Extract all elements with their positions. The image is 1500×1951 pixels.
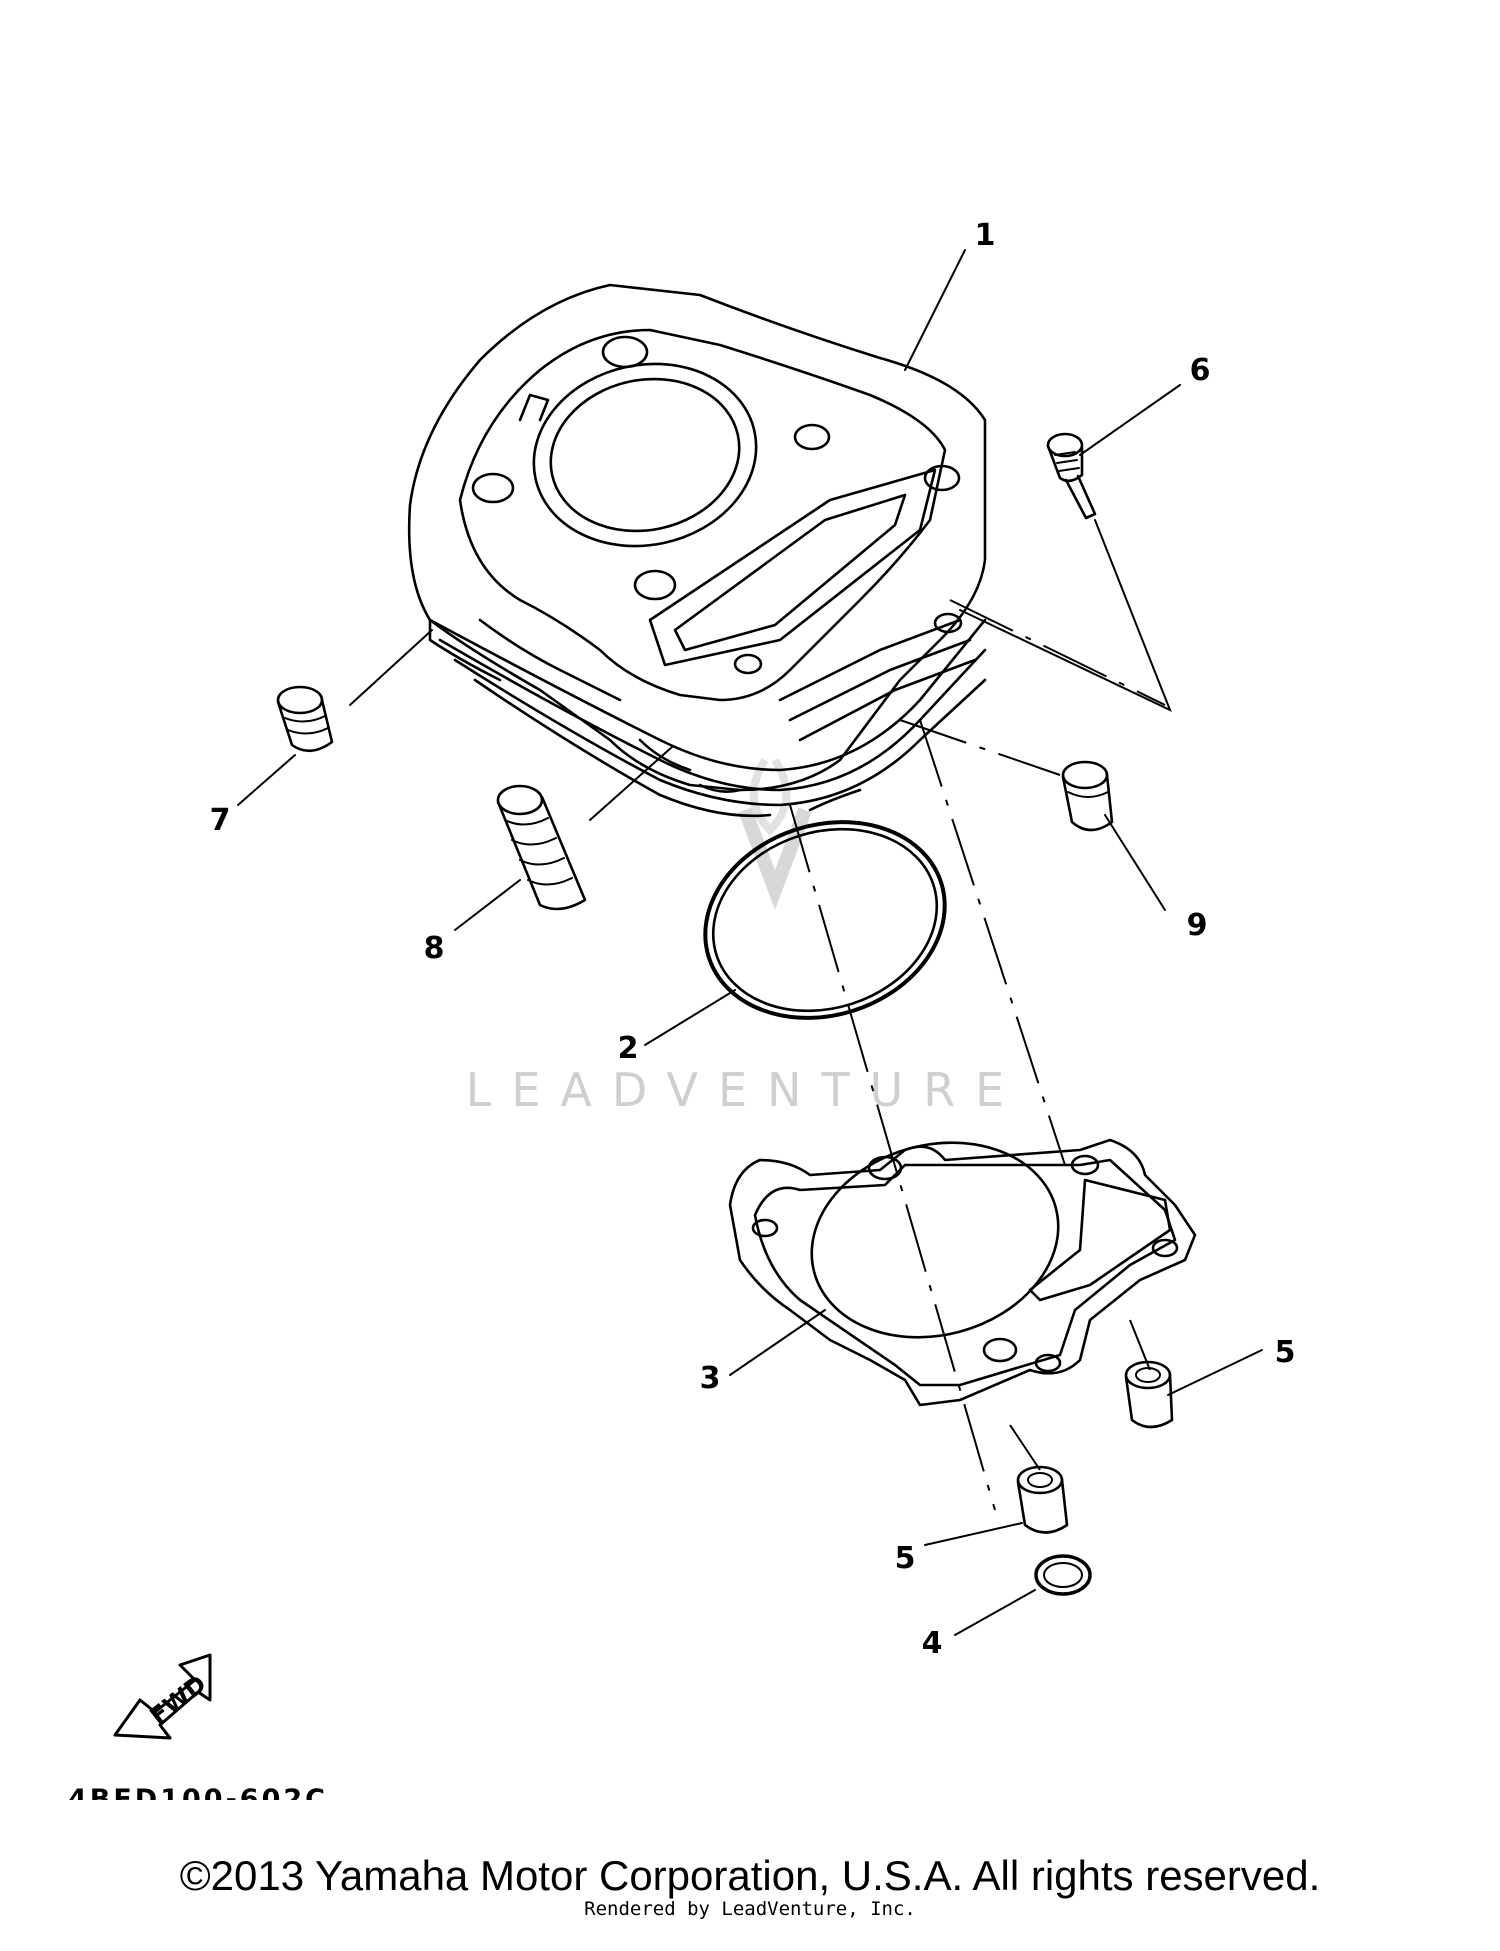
callout-2: 2 bbox=[618, 1031, 639, 1066]
bolt-part-6 bbox=[1046, 432, 1097, 520]
cylinder-part bbox=[407, 283, 987, 818]
fwd-label: FWD bbox=[145, 1670, 212, 1731]
parts-diagram: LEADVENTURE bbox=[68, 218, 1296, 1800]
fwd-arrow-icon: FWD bbox=[113, 1653, 212, 1740]
clip-part-4 bbox=[1034, 1554, 1092, 1596]
callout-3: 3 bbox=[700, 1361, 721, 1396]
callout-8: 8 bbox=[424, 931, 445, 966]
callout-9: 9 bbox=[1187, 908, 1208, 943]
dowel-part-7 bbox=[276, 685, 334, 753]
dowel-part-9 bbox=[1061, 760, 1114, 832]
dowel-part-5a bbox=[1124, 1360, 1174, 1429]
callout-1: 1 bbox=[975, 218, 996, 253]
gasket-part-3 bbox=[728, 1138, 1197, 1407]
dowel-part-5b bbox=[1016, 1465, 1069, 1534]
spring-part-8 bbox=[496, 784, 587, 911]
callouts: 1 2 3 4 5 5 6 7 8 9 bbox=[210, 218, 1296, 1661]
copyright-text: ©2013 Yamaha Motor Corporation, U.S.A. A… bbox=[179, 1852, 1321, 1899]
callout-7: 7 bbox=[210, 803, 231, 838]
callout-6: 6 bbox=[1190, 353, 1211, 388]
watermark-text: LEADVENTURE bbox=[466, 1063, 1025, 1117]
drawing-code: 4BED100-602C bbox=[68, 1784, 328, 1800]
callout-4: 4 bbox=[922, 1626, 943, 1661]
callout-5b: 5 bbox=[895, 1541, 916, 1576]
rendered-by-text: Rendered by LeadVenture, Inc. bbox=[584, 1898, 916, 1920]
callout-5a: 5 bbox=[1275, 1335, 1296, 1370]
leader-lines bbox=[237, 249, 1263, 1636]
o-ring-part-2 bbox=[703, 820, 947, 1020]
assembly-lines bbox=[789, 519, 1172, 1511]
